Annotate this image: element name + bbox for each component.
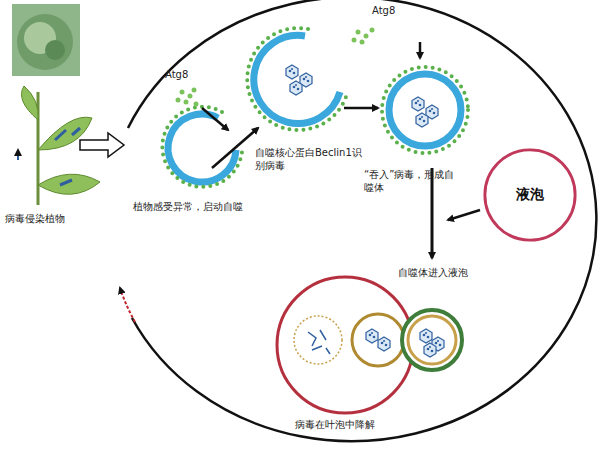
autophagosome [382, 67, 468, 153]
step-label: 自噬核心蛋白Beclin1识别病毒 [255, 146, 367, 172]
step-label: 病毒侵染植物 [5, 212, 100, 225]
vacuole-degradation [277, 277, 462, 413]
phagophore [162, 107, 242, 187]
return-arrow [120, 288, 135, 322]
vacuole-circle: 液泡 [482, 147, 578, 243]
hollow-arrow [80, 133, 124, 157]
node-text: 液泡 [482, 186, 578, 204]
phagophore-with-virus [247, 28, 347, 130]
step-label: “吞入”病毒，形成自噬体 [364, 168, 456, 194]
atg8-dots [176, 88, 199, 107]
step-label: 自噬体进入液泡 [398, 266, 508, 279]
cycle-outline [128, 0, 596, 441]
step-label: Atg8 [165, 68, 205, 81]
atg8-dots [352, 28, 375, 45]
step-label: 植物感受异常，启动自噬 [133, 200, 303, 213]
lettuce-photo [12, 4, 80, 76]
step-label: Atg8 [372, 4, 412, 17]
step-label: 病毒在叶泡中降解 [295, 418, 425, 431]
